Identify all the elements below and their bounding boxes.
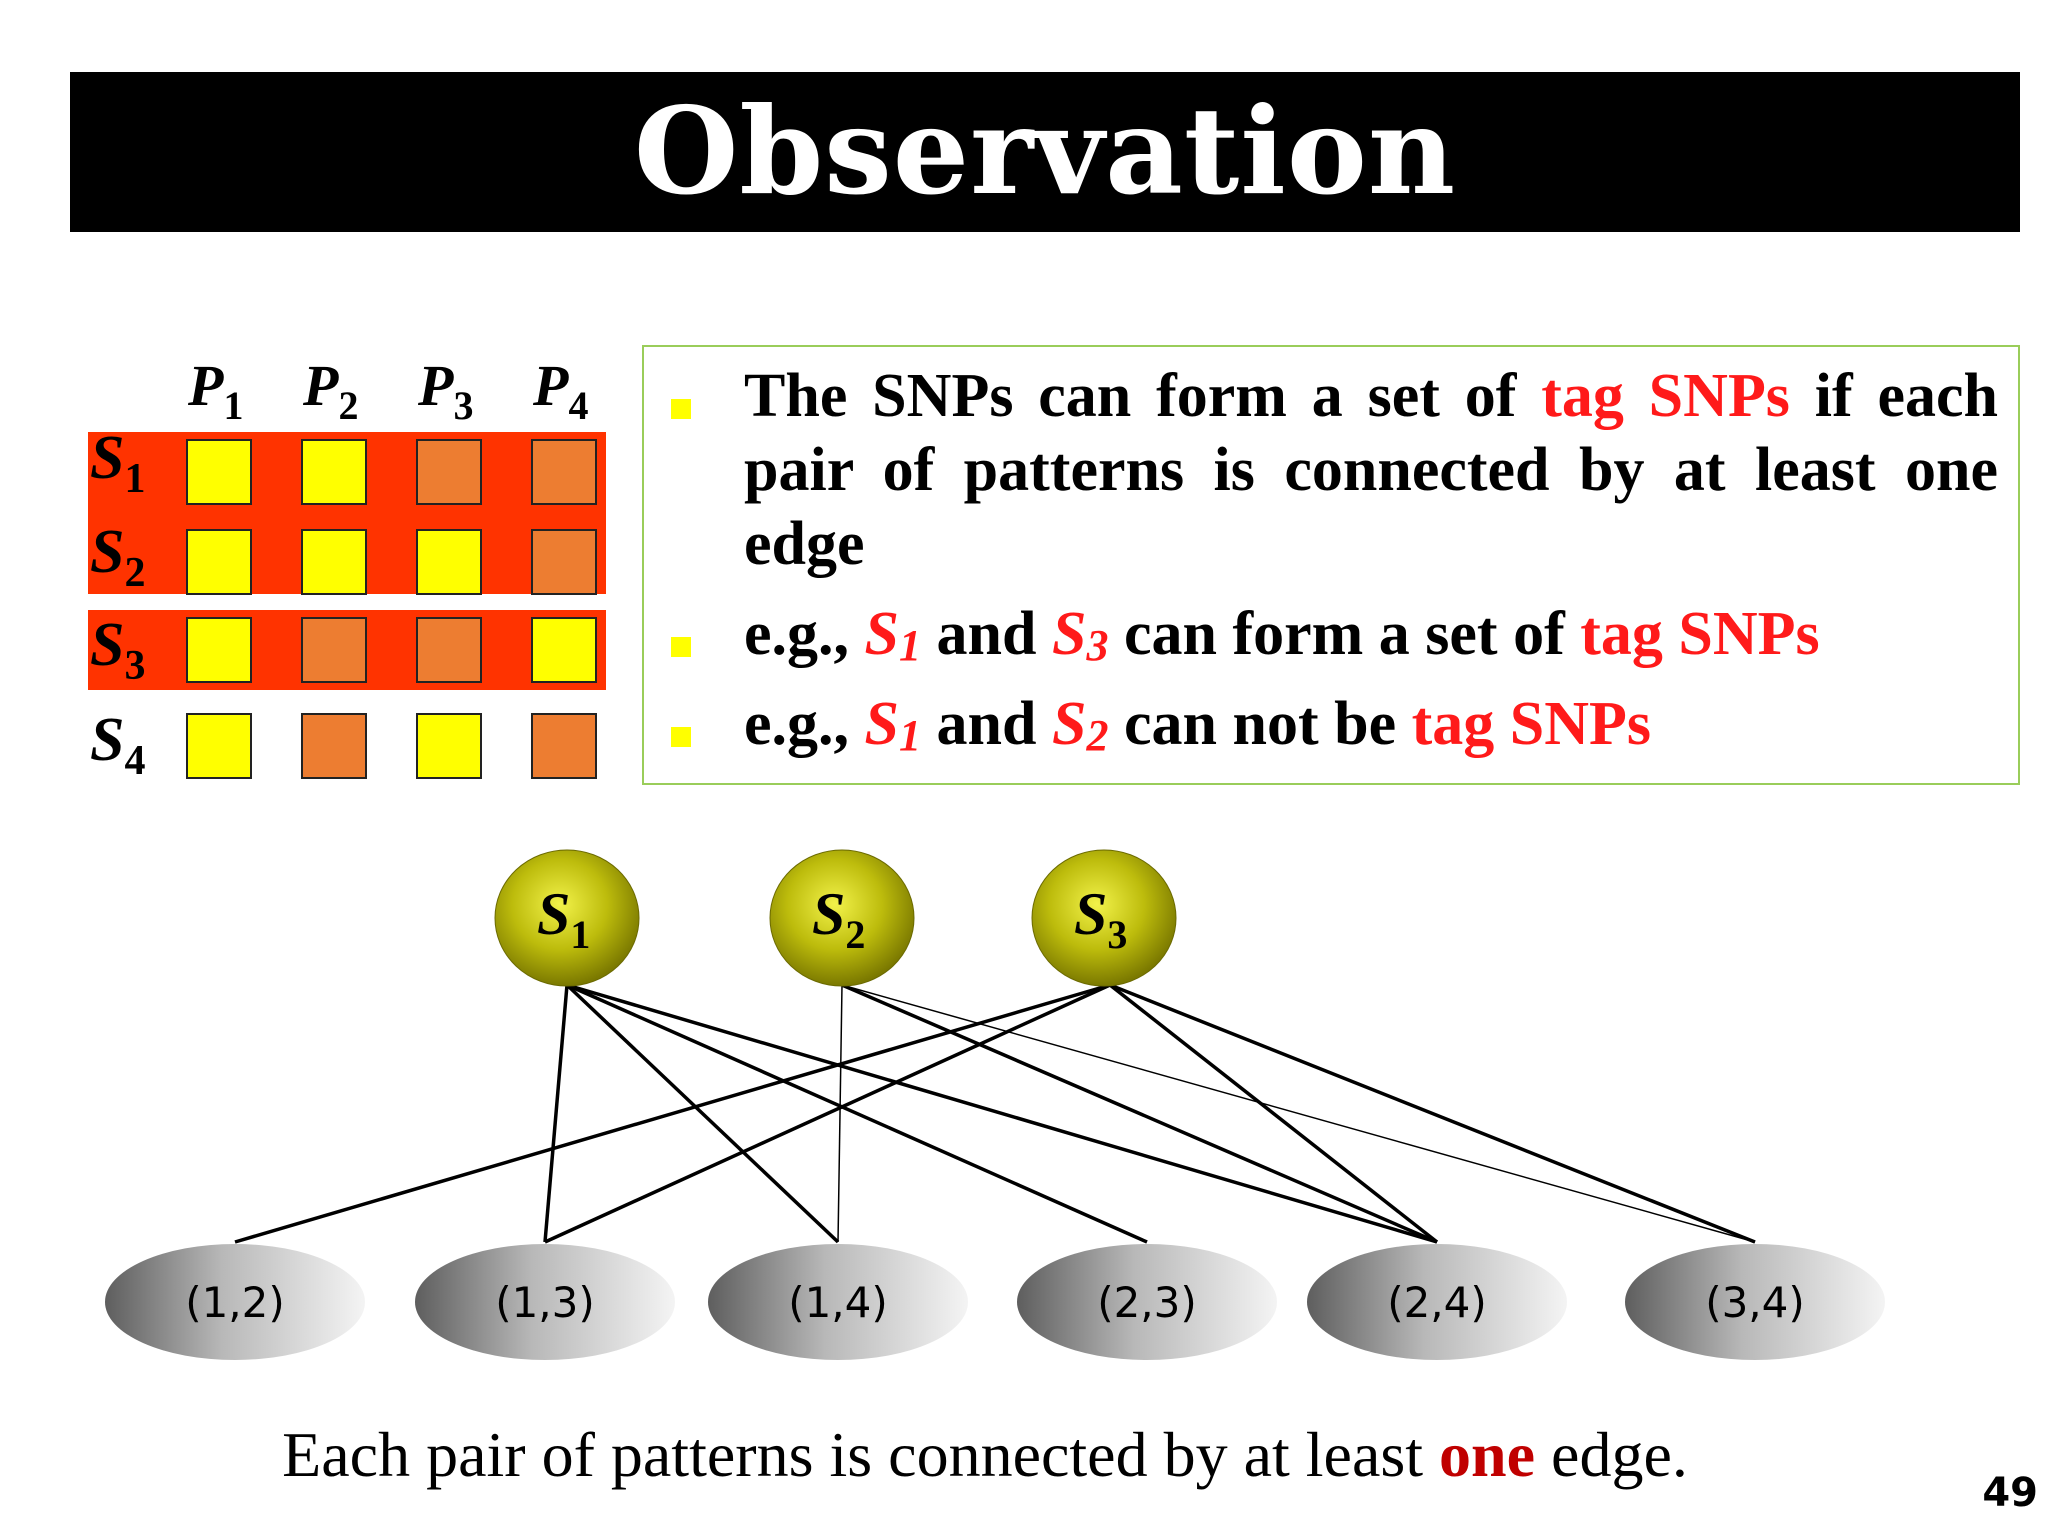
snp-node-s1: S1 [494, 849, 640, 987]
snp-node-s2: S2 [769, 849, 915, 987]
footer-highlight: one [1439, 1419, 1536, 1490]
bullet-1-post: if each pair of patterns is connected by… [744, 362, 1999, 578]
row-label-s4: S4 [90, 706, 145, 784]
snp-node-label: S3 [1074, 881, 1127, 957]
title-bar: Observation [70, 72, 2020, 232]
footer-caption: Each pair of patterns is connected by at… [0, 1418, 1970, 1492]
matrix-cell-s1-p3 [416, 439, 482, 505]
col-header-p1: P1 [187, 353, 243, 428]
matrix-cell-s2-p4 [531, 529, 597, 595]
bullet-3-s-b: S2 [1051, 690, 1109, 760]
edge-s1-23 [566, 983, 1148, 1244]
edge-s2-14 [837, 984, 843, 1243]
pair-node-24: (2,4) [1307, 1244, 1567, 1360]
pair-node-label: (2,4) [1387, 1278, 1487, 1327]
footer-pre: Each pair of patterns is connected by at… [282, 1419, 1440, 1490]
pair-node-label: (3,4) [1705, 1278, 1805, 1327]
matrix-cell-s2-p1 [186, 529, 252, 595]
bullet-3-post: can not be [1108, 690, 1412, 758]
pair-node-label: (1,2) [185, 1278, 285, 1327]
bullet-1-text: The SNPs can form a set of tag SNPs if e… [744, 359, 1998, 581]
pair-node-label: (1,4) [788, 1278, 888, 1327]
bullet-marker [671, 637, 691, 657]
edge-s1-13 [543, 984, 569, 1243]
bullet-3-s-a: S1 [864, 690, 922, 760]
matrix-cell-s3-p3 [416, 617, 482, 683]
bullet-3-eg: e.g., [744, 690, 865, 758]
bullet-3-text: e.g., S1 and S2 can not be tag SNPs [744, 687, 1998, 761]
matrix-cell-s4-p3 [416, 713, 482, 779]
bullet-2-red: tag SNPs [1580, 600, 1820, 668]
pair-node-label: (1,3) [495, 1278, 595, 1327]
edge-s1-24 [566, 983, 1438, 1244]
bullet-2-mid: and [921, 600, 1052, 668]
matrix-cell-s1-p4 [531, 439, 597, 505]
snp-node-s3: S3 [1031, 849, 1177, 987]
edge-s3-34 [1109, 983, 1756, 1244]
pair-node-34: (3,4) [1625, 1244, 1885, 1360]
matrix-cell-s4-p4 [531, 713, 597, 779]
pair-node-23: (2,3) [1017, 1244, 1277, 1360]
matrix-cell-s3-p4 [531, 617, 597, 683]
bullet-1-red: tag SNPs [1541, 362, 1790, 430]
matrix-cell-s2-p2 [301, 529, 367, 595]
pair-node-12: (1,2) [105, 1244, 365, 1360]
bullet-2-post: can form a set of [1108, 600, 1581, 668]
page-number: 49 [1982, 1470, 2038, 1516]
bullet-box: The SNPs can form a set of tag SNPs if e… [642, 345, 2020, 785]
bullet-2-text: e.g., S1 and S3 can form a set of tag SN… [744, 597, 1998, 671]
col-header-p4: P4 [532, 353, 588, 428]
bullet-3-mid: and [921, 690, 1052, 758]
edge-s3-12 [234, 983, 1111, 1244]
matrix-cell-s4-p2 [301, 713, 367, 779]
matrix-cell-s2-p3 [416, 529, 482, 595]
pair-node-13: (1,3) [415, 1244, 675, 1360]
col-header-p2: P2 [302, 353, 358, 428]
matrix-cell-s3-p1 [186, 617, 252, 683]
footer-post: edge. [1535, 1419, 1688, 1490]
edge-s3-13 [544, 983, 1111, 1244]
bullet-3-red: tag SNPs [1411, 690, 1652, 758]
matrix-cell-s4-p1 [186, 713, 252, 779]
pair-node-label: (2,3) [1097, 1278, 1197, 1327]
bullet-2-s-b: S3 [1051, 600, 1109, 670]
bullet-marker [671, 399, 691, 419]
col-header-p3: P3 [417, 353, 473, 428]
matrix-cell-s1-p2 [301, 439, 367, 505]
matrix-cell-s1-p1 [186, 439, 252, 505]
edge-s1-14 [565, 983, 840, 1244]
matrix-cell-s3-p2 [301, 617, 367, 683]
slide-title: Observation [633, 81, 1457, 222]
pair-node-14: (1,4) [708, 1244, 968, 1360]
bullet-2-s-a: S1 [864, 600, 922, 670]
edge-s2-34 [841, 984, 1756, 1243]
bullet-2-eg: e.g., [744, 600, 865, 668]
edge-s2-24 [841, 983, 1438, 1244]
bullet-1-pre: The SNPs can form a set of [744, 362, 1542, 430]
bullet-marker [671, 727, 691, 747]
edge-s3-24 [1108, 983, 1439, 1244]
